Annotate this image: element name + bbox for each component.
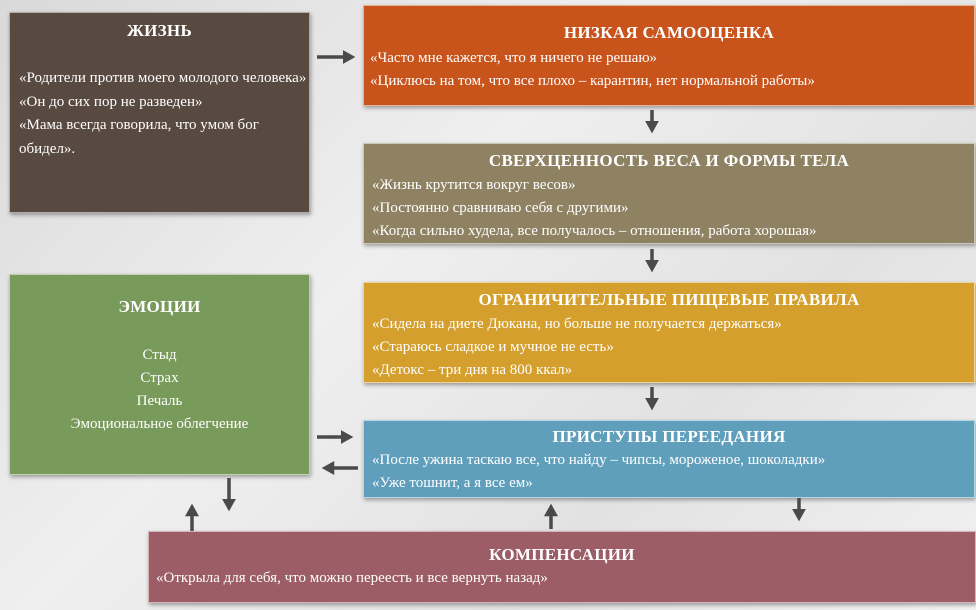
quote-line: «Детокс – три дня на 800 ккал» bbox=[372, 362, 573, 378]
box-low-self-esteem: НИЗКАЯ САМООЦЕНКА «Часто мне кажется, чт… bbox=[363, 5, 975, 106]
emotion-item: Эмоциональное облегчение bbox=[70, 416, 249, 432]
box-title: ОГРАНИЧИТЕЛЬНЫЕ ПИЩЕВЫЕ ПРАВИЛА bbox=[478, 290, 860, 309]
quote-line: «Стараюсь сладкое и мучное не есть» bbox=[372, 339, 614, 355]
box-title: СВЕРХЦЕННОСТЬ ВЕСА И ФОРМЫ ТЕЛА bbox=[488, 151, 850, 170]
box-emotions: ЭМОЦИИ Стыд Страх Печаль Эмоциональное о… bbox=[9, 274, 310, 475]
quote-line: «Часто мне кажется, что я ничего не реша… bbox=[370, 50, 658, 66]
quote-line: «Постоянно сравниваю себя с другими» bbox=[372, 200, 629, 216]
box-dietary-rules: ОГРАНИЧИТЕЛЬНЫЕ ПИЩЕВЫЕ ПРАВИЛА «Сидела … bbox=[363, 282, 975, 383]
emotion-item: Страх bbox=[140, 370, 179, 386]
box-zhizn: ЖИЗНЬ «Родители против моего молодого че… bbox=[9, 12, 310, 213]
emotion-item: Печаль bbox=[136, 393, 183, 409]
box-binge-episodes: ПРИСТУПЫ ПЕРЕЕДАНИЯ «После ужина таскаю … bbox=[363, 420, 975, 498]
quote-line: «После ужина таскаю все, что найду – чип… bbox=[372, 452, 826, 468]
quote-line: «Жизнь крутится вокруг весов» bbox=[372, 177, 576, 193]
emotion-item: Стыд bbox=[142, 347, 177, 363]
box-title: ЖИЗНЬ bbox=[127, 21, 192, 40]
quote-line: «Уже тошнит, а я все ем» bbox=[372, 475, 533, 491]
box-weight-overvaluation: СВЕРХЦЕННОСТЬ ВЕСА И ФОРМЫ ТЕЛА «Жизнь к… bbox=[363, 143, 975, 244]
box-compensation: КОМПЕНСАЦИИ «Открыла для себя, что можно… bbox=[148, 531, 976, 603]
box-title: НИЗКАЯ САМООЦЕНКА bbox=[563, 23, 775, 42]
quote-line: «Когда сильно худела, все получалось – о… bbox=[372, 223, 817, 239]
quote-line: «Сидела на диете Дюкана, но больше не по… bbox=[372, 316, 782, 332]
box-title: ПРИСТУПЫ ПЕРЕЕДАНИЯ bbox=[552, 427, 786, 446]
quote-line: «Открыла для себя, что можно переесть и … bbox=[156, 570, 548, 586]
quote-line: «Родители против моего молодого человека… bbox=[19, 70, 307, 86]
quote-line: «Он до сих пор не разведен» bbox=[19, 93, 203, 110]
quote-line: «Мама всегда говорила, что умом бог обид… bbox=[19, 117, 259, 157]
quote-line: «Циклюсь на том, что все плохо – каранти… bbox=[370, 73, 815, 89]
box-title: ЭМОЦИИ bbox=[118, 297, 201, 316]
box-title: КОМПЕНСАЦИИ bbox=[489, 545, 635, 564]
